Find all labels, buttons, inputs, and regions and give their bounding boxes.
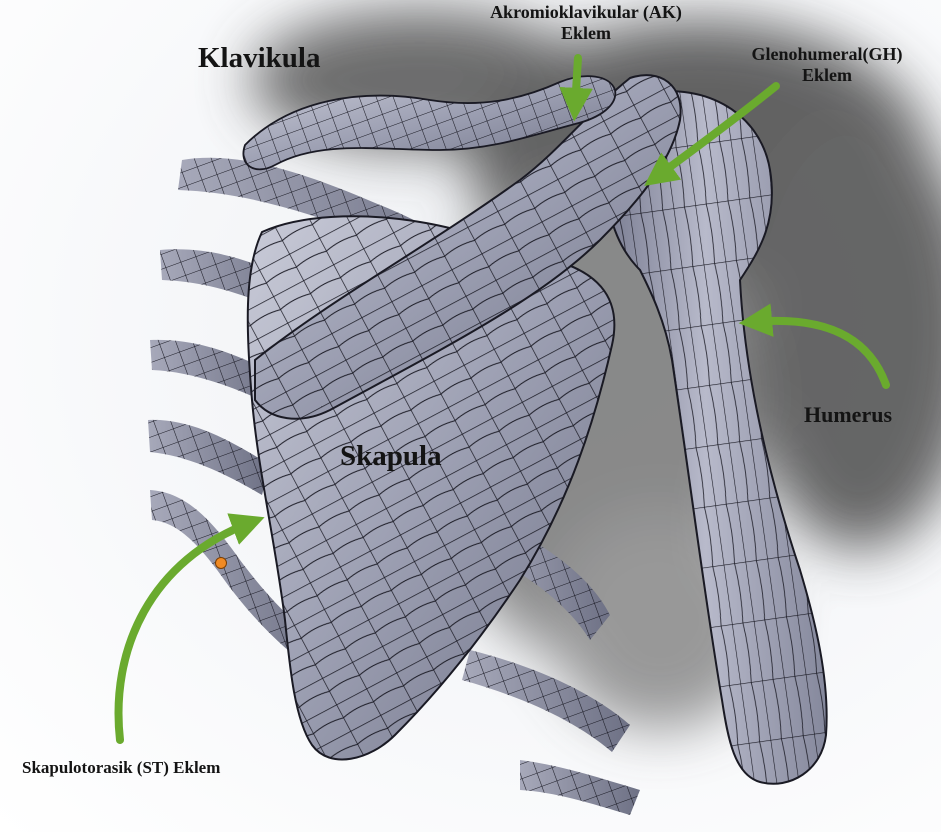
rib-8 xyxy=(520,760,640,815)
label-ak-joint: Akromioklavikular (AK) Eklem xyxy=(455,2,717,43)
label-gh-line1: Glenohumeral(GH) xyxy=(729,44,925,65)
label-klavikula: Klavikula xyxy=(198,42,321,75)
label-gh-joint: Glenohumeral(GH) Eklem xyxy=(729,44,925,85)
label-st-joint: Skapulotorasik (ST) Eklem xyxy=(22,758,220,778)
arrow-ak-joint xyxy=(575,58,578,108)
rib-4 xyxy=(148,420,270,495)
label-skapula: Skapula xyxy=(340,440,442,473)
label-gh-line2: Eklem xyxy=(729,65,925,86)
st-contact-marker xyxy=(216,558,227,569)
label-humerus: Humerus xyxy=(804,402,892,427)
label-ak-line1: Akromioklavikular (AK) xyxy=(455,2,717,23)
label-ak-line2: Eklem xyxy=(455,23,717,44)
